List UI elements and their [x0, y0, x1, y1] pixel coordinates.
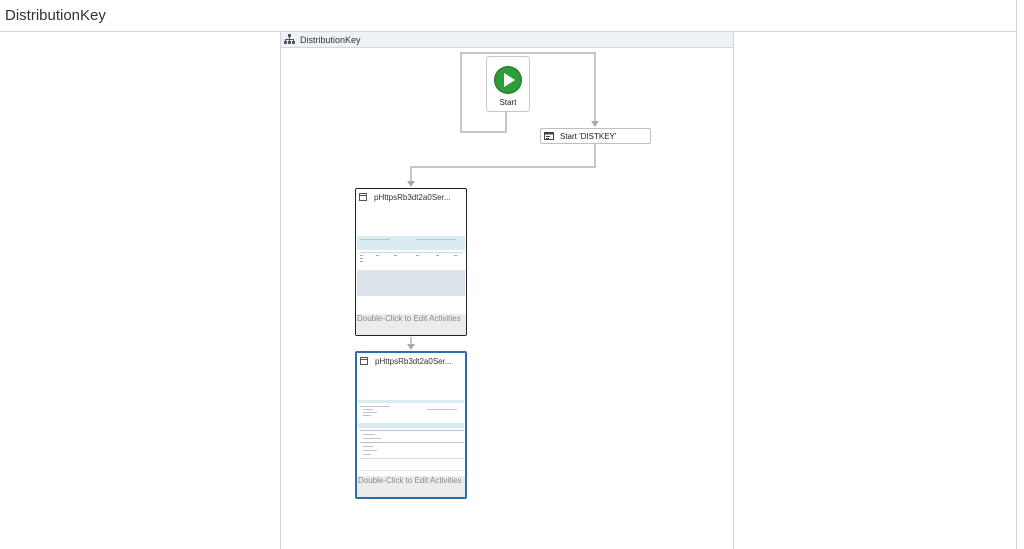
play-icon [494, 66, 522, 94]
page-header: DistributionKey [0, 0, 1017, 32]
activity-header: pHttpsRb3dt2a0Ser... [356, 189, 466, 205]
right-border [1016, 0, 1017, 549]
start-distkey-node[interactable]: Start 'DISTKEY' [540, 128, 651, 144]
activity-node-1[interactable]: pHttpsRb3dt2a0Ser... Double-Click to Edi… [355, 188, 467, 336]
activity-header: pHttpsRb3dt2a0Ser... [357, 353, 465, 369]
arrowhead-activity2 [407, 344, 415, 350]
window-icon [360, 357, 368, 365]
activity-node-2[interactable]: pHttpsRb3dt2a0Ser... Double-Click to Edi… [355, 351, 467, 499]
activity-title: pHttpsRb3dt2a0Ser... [375, 357, 452, 366]
workflow-canvas[interactable]: DistributionKey Start Start 'DISTKEY' [280, 32, 734, 549]
sitemap-icon [284, 34, 295, 44]
canvas-title: DistributionKey [300, 35, 361, 45]
arrowhead-distkey [591, 121, 599, 127]
start-node[interactable]: Start [486, 56, 530, 112]
activity-preview-thumbnail [356, 206, 466, 314]
canvas-header: DistributionKey [281, 32, 733, 48]
activity-title: pHttpsRb3dt2a0Ser... [374, 193, 451, 202]
connector-distkey-to-activity1 [410, 144, 596, 181]
activity-footer: Double-Click to Edit Activities [356, 314, 466, 335]
activity-preview-thumbnail [357, 370, 465, 478]
form-icon [544, 132, 554, 140]
page-title: DistributionKey [5, 7, 106, 24]
distkey-label: Start 'DISTKEY' [560, 132, 617, 141]
arrowhead-activity1 [407, 181, 415, 187]
window-icon [359, 193, 367, 201]
activity-footer: Double-Click to Edit Activities [357, 476, 465, 497]
start-label: Start [499, 98, 517, 107]
